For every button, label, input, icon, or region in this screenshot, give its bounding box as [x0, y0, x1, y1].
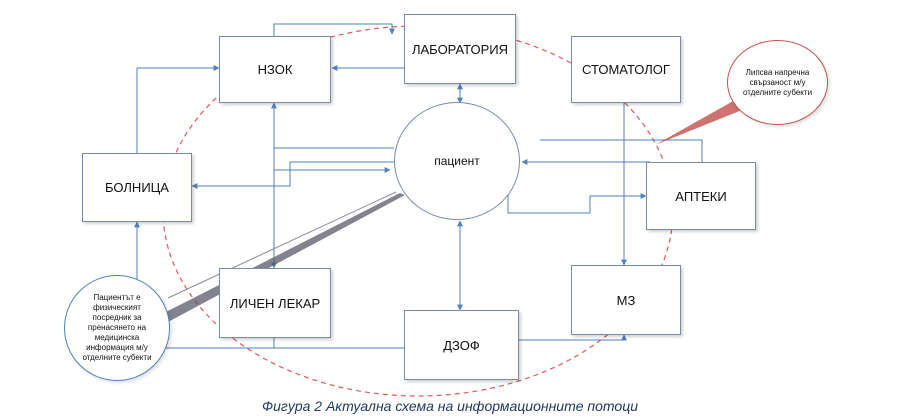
- node-patient: пациент: [394, 102, 520, 220]
- node-mz: МЗ: [571, 265, 681, 335]
- node-hospital: БОЛНИЦА: [82, 153, 192, 222]
- connector-pharmacies-top: [540, 139, 703, 162]
- node-nzok: НЗОК: [219, 36, 331, 103]
- callout-no-cross-connectivity: Липсва напречна свързаност м/у отделните…: [727, 40, 828, 125]
- connector-patient-hospital: [191, 161, 394, 189]
- node-dentist: СТОМАТОЛОГ: [571, 36, 681, 103]
- callout-patient-physical-intermediary: Пациентът е физическият посредник за пре…: [64, 275, 170, 381]
- node-pharmacies: АПТЕКИ: [646, 162, 756, 230]
- connector-nzok-top: [273, 23, 395, 36]
- callout-left-pointer-thin: [167, 191, 397, 299]
- connector-hospital-nzok: [136, 65, 220, 153]
- node-gp: ЛИЧЕН ЛЕКАР: [219, 268, 331, 338]
- node-laboratory: ЛАБОРАТОРИЯ: [404, 14, 516, 84]
- connector-dzof-mz: [519, 334, 627, 341]
- figure-caption: Фигура 2 Актуална схема на информационни…: [262, 398, 638, 414]
- connector-patient-pharmacies: [507, 190, 647, 214]
- callout-right-pointer: [655, 100, 742, 145]
- node-dzof: ДЗОФ: [404, 310, 519, 380]
